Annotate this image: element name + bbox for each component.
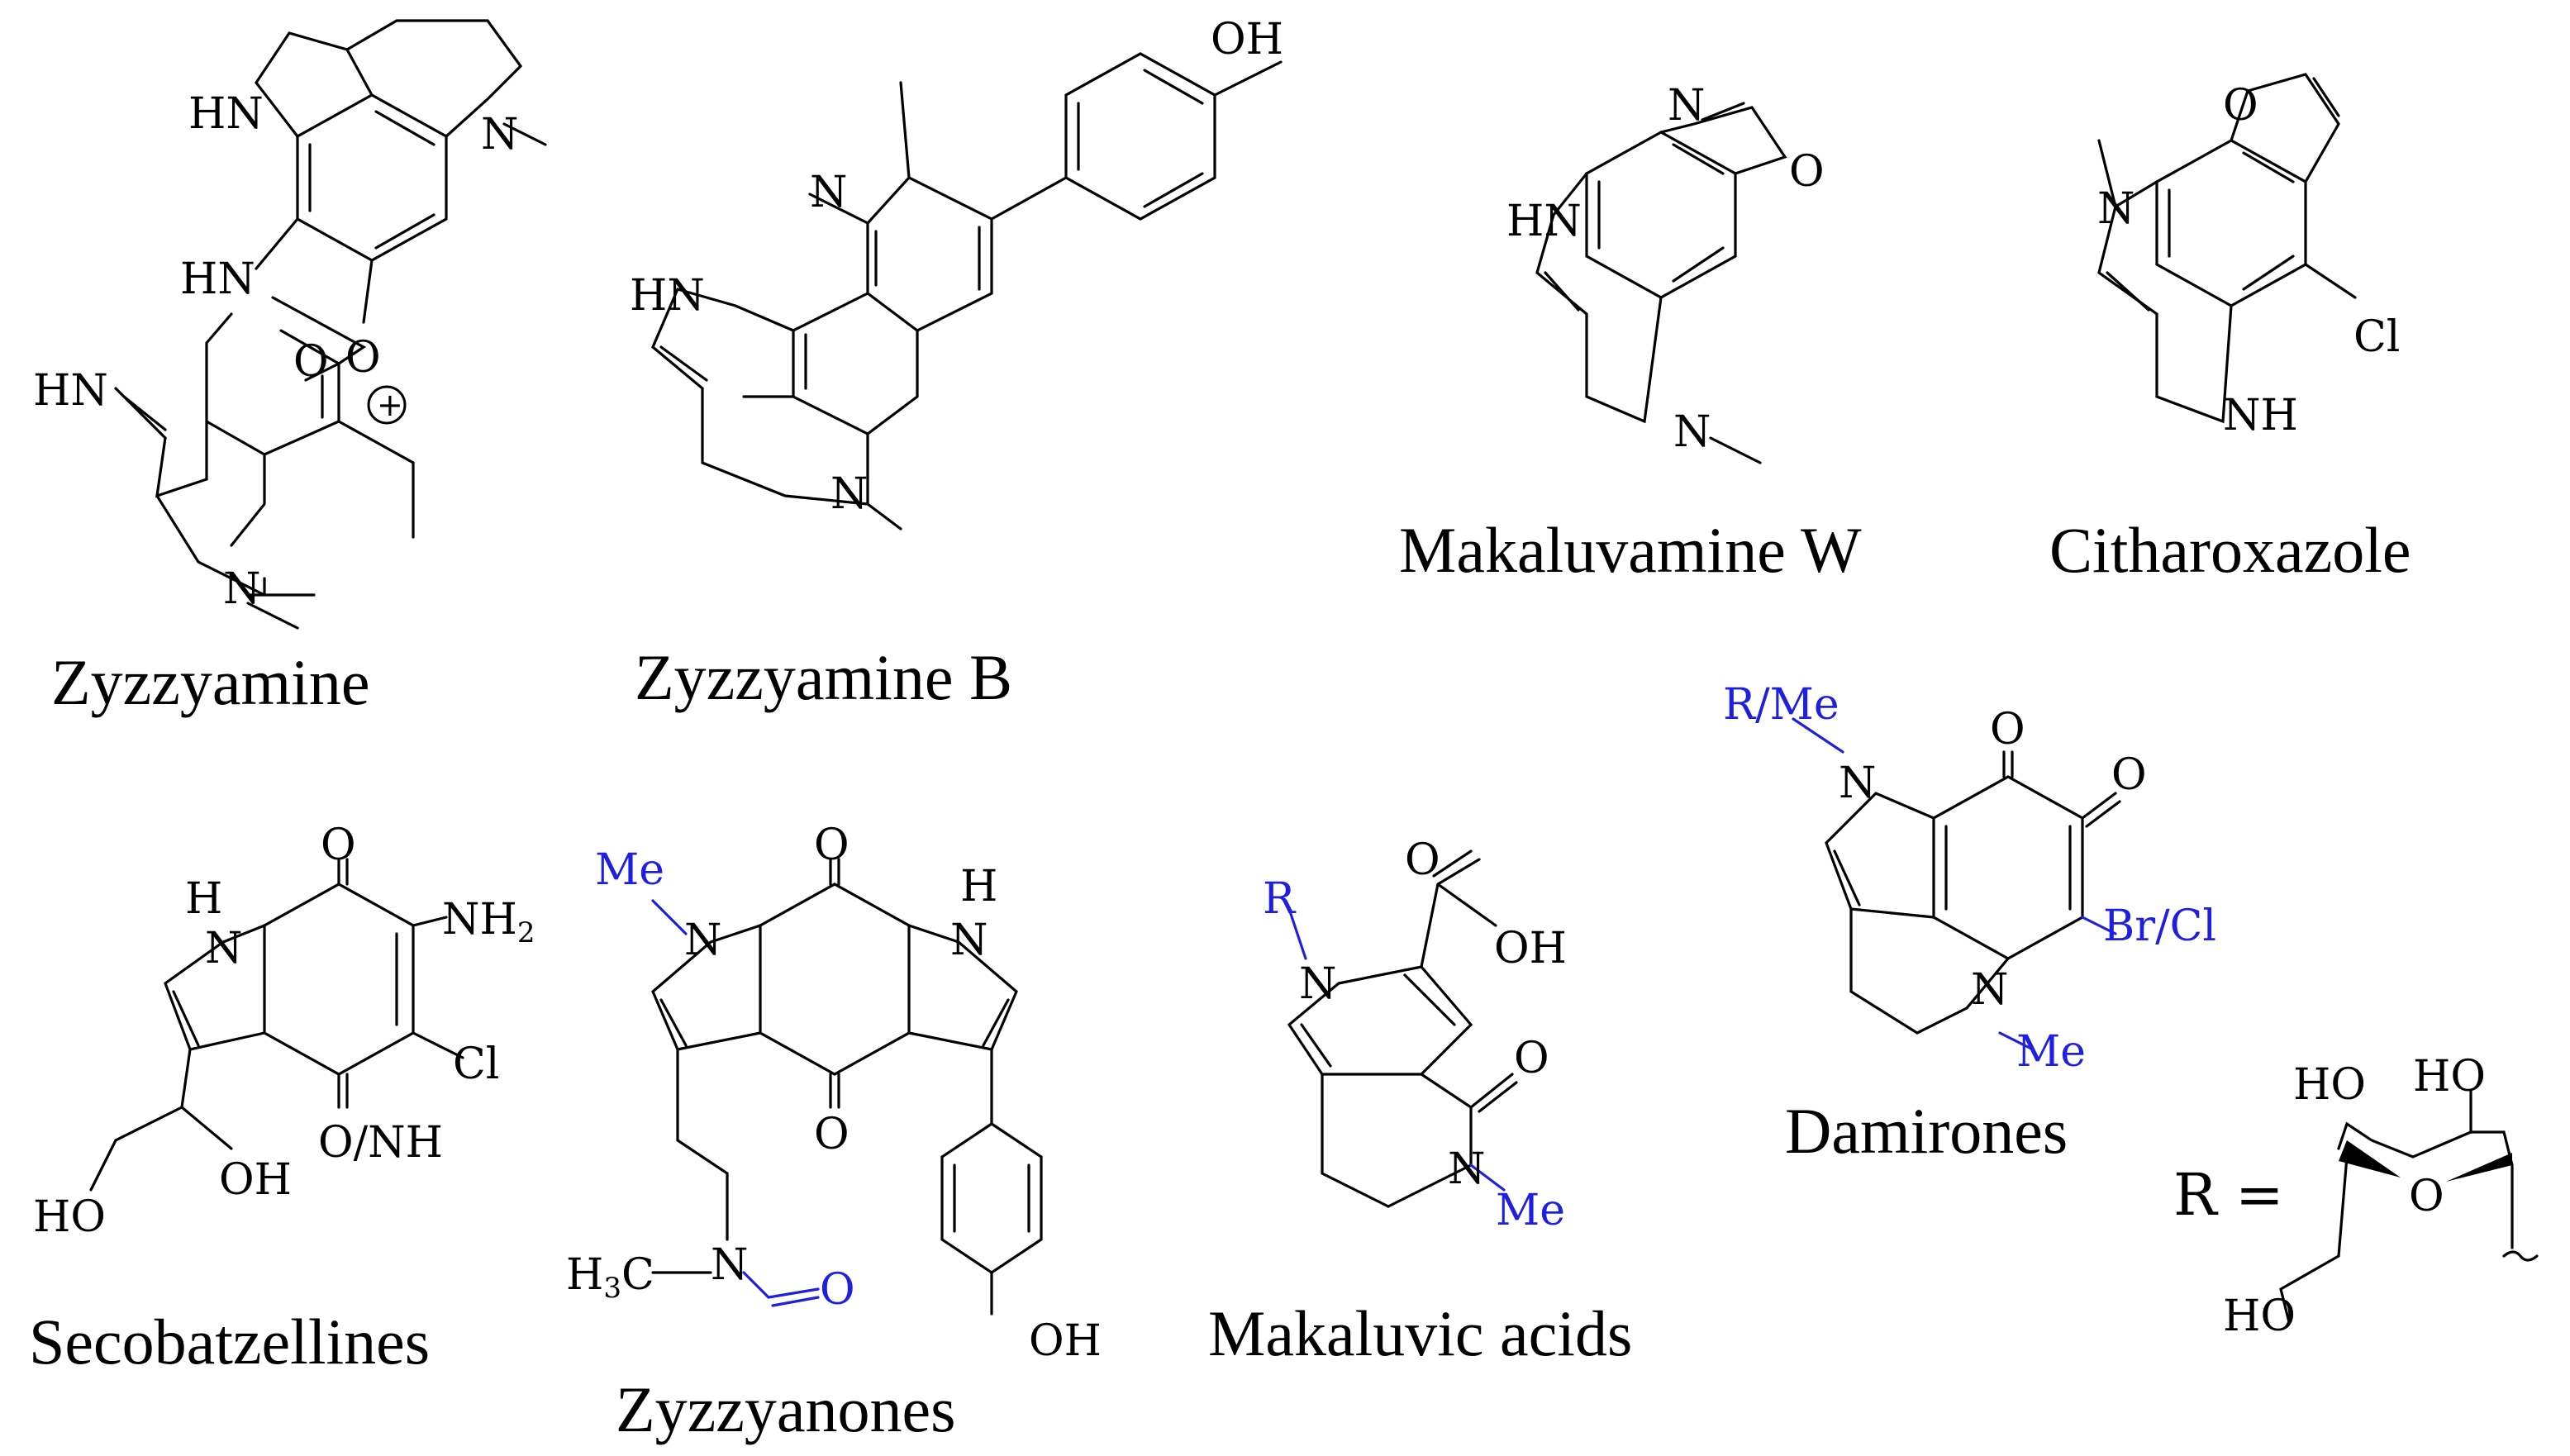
atom-label: N bbox=[1839, 759, 1877, 808]
atom-label: O bbox=[293, 337, 329, 387]
structure-zyzzyamine-b: OH N HN N Zyzzyamine B bbox=[630, 15, 1283, 713]
atom-label: OH bbox=[1494, 924, 1567, 973]
structure-makaluvic-acids: R N O OH O N Me Makaluvic acids bbox=[1208, 835, 1632, 1369]
atom-label: H bbox=[960, 862, 997, 911]
r-group-label: R = bbox=[2173, 1161, 2284, 1229]
compound-name: Citharoxazole bbox=[2049, 514, 2411, 586]
structure-r-group: R = HO HO O HO bbox=[2173, 1052, 2539, 1341]
atom-label: HO bbox=[2223, 1292, 2296, 1341]
atom-label: O bbox=[1514, 1034, 1549, 1083]
atom-label: OH bbox=[1029, 1316, 1102, 1366]
compound-name: Secobatzellines bbox=[29, 1306, 430, 1377]
compound-name: Damirones bbox=[1785, 1095, 2068, 1167]
atom-label: HO bbox=[2413, 1052, 2486, 1102]
atom-label: N bbox=[810, 168, 848, 217]
structure-zyzzyanones: Me N O H N O H3C N O OH Zyzzyanones bbox=[566, 821, 1102, 1445]
atom-label: HN bbox=[33, 366, 108, 416]
atom-label: N bbox=[950, 916, 988, 965]
atom-label: O bbox=[2111, 750, 2147, 800]
structure-zyzzyamine: HN N HN O + HN O N Zyzzyamine bbox=[33, 19, 547, 718]
atom-label: O bbox=[321, 821, 356, 870]
atom-label: N bbox=[684, 916, 722, 965]
atom-label: N bbox=[1673, 407, 1711, 457]
atom-label: O bbox=[814, 821, 850, 870]
atom-label: NH2 bbox=[442, 895, 535, 949]
atom-label: Cl bbox=[453, 1040, 499, 1089]
atom-label: HN bbox=[180, 255, 255, 304]
atom-label: OH bbox=[1211, 15, 1283, 64]
positive-charge-icon bbox=[367, 385, 407, 425]
atom-label: N bbox=[205, 924, 243, 973]
structure-citharoxazole: O N Cl NH Citharoxazole bbox=[2049, 73, 2411, 586]
atom-label: O bbox=[2223, 81, 2258, 131]
atom-label: N bbox=[2097, 184, 2135, 234]
atom-label: O bbox=[1405, 835, 1440, 885]
atom-label: O bbox=[1990, 705, 2025, 754]
atom-label: O/NH bbox=[318, 1118, 443, 1168]
atom-label: H bbox=[185, 874, 222, 924]
atom-label: O bbox=[2409, 1172, 2444, 1221]
atom-label: HO bbox=[2293, 1060, 2366, 1110]
atom-label: OH bbox=[219, 1155, 292, 1205]
atom-label: Br/Cl bbox=[2103, 902, 2216, 951]
charge-label: + bbox=[377, 387, 403, 423]
atom-label: Cl bbox=[2353, 312, 2400, 362]
compound-name: Makaluvic acids bbox=[1208, 1297, 1632, 1369]
atom-label: O bbox=[345, 333, 381, 383]
atom-label: N bbox=[1299, 959, 1337, 1009]
atom-label: N bbox=[481, 110, 519, 159]
atom-label: O bbox=[814, 1110, 850, 1159]
atom-label: HN bbox=[630, 271, 705, 321]
atom-label: N bbox=[830, 469, 869, 519]
atom-label: N bbox=[1668, 81, 1706, 131]
compound-name: Zyzzyamine bbox=[51, 646, 369, 718]
atom-label: N bbox=[1971, 965, 2009, 1015]
atom-label: O bbox=[1789, 147, 1825, 197]
atom-label: HN bbox=[188, 89, 264, 139]
atom-label: N bbox=[1448, 1144, 1486, 1194]
atom-label: HN bbox=[1506, 197, 1582, 246]
compound-name: Zyzzyamine B bbox=[635, 641, 1012, 713]
structure-makaluvamine-w: N O HN N Makaluvamine W bbox=[1399, 81, 1862, 586]
atom-label: HO bbox=[33, 1192, 106, 1242]
atom-label: R/Me bbox=[1723, 680, 1839, 730]
atom-label: N bbox=[223, 564, 261, 614]
compound-name: Zyzzyanones bbox=[616, 1373, 955, 1445]
atom-label: R bbox=[1263, 874, 1297, 924]
atom-label: NH bbox=[2223, 391, 2298, 440]
wedge-bond bbox=[2446, 1153, 2512, 1182]
atom-label: H3C bbox=[566, 1250, 654, 1305]
wedge-bond bbox=[2339, 1140, 2401, 1178]
compound-name: Makaluvamine W bbox=[1399, 514, 1862, 586]
atom-label: Me bbox=[1496, 1186, 1565, 1235]
atom-label: O bbox=[820, 1265, 855, 1315]
atom-label: Me bbox=[595, 845, 664, 895]
structure-damirones: R/Me N O O Br/Cl N Me Damirones bbox=[1723, 680, 2216, 1167]
atom-label: N bbox=[711, 1240, 749, 1290]
atom-label: Me bbox=[2016, 1027, 2086, 1077]
structure-secobatzellines: H N O NH2 Cl O/NH OH HO Secobatzellines bbox=[29, 821, 535, 1377]
